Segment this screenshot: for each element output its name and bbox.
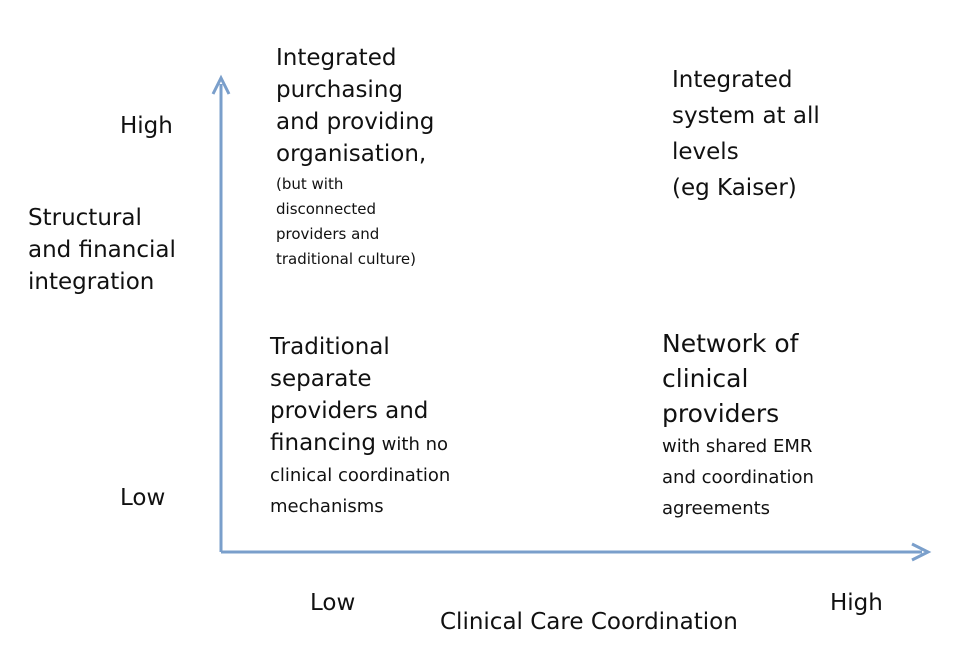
y-axis-title-line: and financial — [28, 237, 176, 263]
quadrant-text-line: Integrated — [276, 45, 397, 71]
y-axis-title: Structural and financial integration — [28, 202, 176, 298]
y-axis-high-label: High — [120, 113, 173, 139]
quadrant-top-left: Integrated purchasing and providing orga… — [276, 42, 434, 272]
quadrant-text-fragment: financing — [270, 430, 376, 456]
x-axis-title: Clinical Care Coordination — [440, 609, 738, 635]
quadrant-mixed-line: financing with no — [270, 427, 450, 460]
quadrant-text-line: organisation, — [276, 141, 427, 167]
quadrant-note-line: and coordination — [662, 467, 814, 488]
quadrant-note-line: with shared EMR — [662, 436, 813, 457]
quadrant-note-line: providers and — [276, 225, 380, 243]
quadrant-text-line: separate — [270, 366, 372, 392]
quadrant-text-line: (eg Kaiser) — [672, 175, 797, 201]
quadrant-top-right: Integrated system at all levels (eg Kais… — [672, 62, 820, 206]
x-axis-low-label: Low — [310, 590, 356, 616]
y-axis-low-label: Low — [120, 485, 166, 511]
x-axis-arrowhead — [911, 542, 932, 562]
quadrant-bottom-right: Network of clinical providers with share… — [662, 326, 814, 524]
quadrant-note-line: traditional culture) — [276, 250, 417, 268]
y-axis-arrowhead — [211, 74, 231, 95]
quadrant-text-line: purchasing — [276, 77, 403, 103]
quadrant-text-line: and providing — [276, 109, 435, 135]
quadrant-text-line: system at all — [672, 103, 820, 129]
quadrant-note-line: disconnected — [276, 200, 377, 218]
quadrant-text-line: clinical — [662, 364, 749, 393]
quadrant-text-line: Traditional — [270, 334, 390, 360]
quadrant-note-line: agreements — [662, 498, 771, 519]
quadrant-note-line: (but with — [276, 175, 344, 193]
quadrant-note-fragment: with no — [375, 434, 449, 455]
y-axis-title-line: integration — [28, 269, 155, 295]
quadrant-note-line: clinical coordination — [270, 465, 451, 486]
quadrant-text-line: providers — [662, 399, 780, 428]
quadrant-text-line: Integrated — [672, 67, 793, 93]
quadrant-text-line: Network of — [662, 329, 799, 358]
quadrant-text-line: levels — [672, 139, 739, 165]
quadrant-note-line: mechanisms — [270, 496, 384, 517]
x-axis-high-label: High — [830, 590, 883, 616]
quadrant-text-line: providers and — [270, 398, 429, 424]
quadrant-bottom-left: Traditional separate providers and finan… — [270, 331, 450, 522]
y-axis-title-line: Structural — [28, 205, 142, 231]
